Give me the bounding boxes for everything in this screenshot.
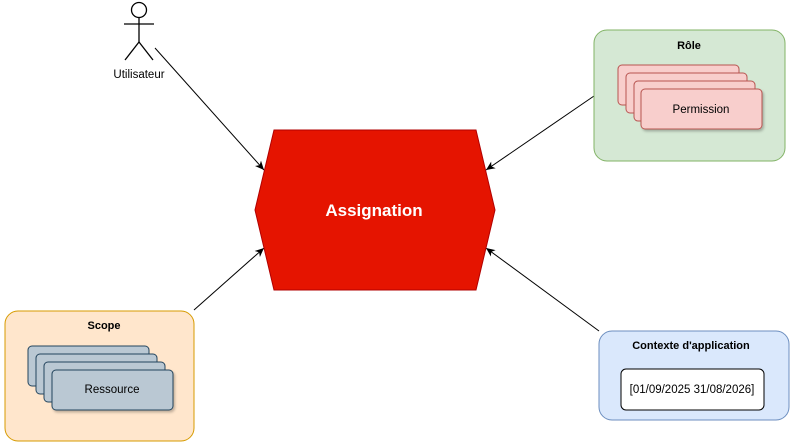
permission-card[interactable] — [640, 88, 763, 130]
resource-card[interactable] — [51, 369, 174, 411]
assignation-hexagon — [254, 129, 496, 291]
arrow-actor-to-assignation — [154, 47, 265, 171]
context-value-box[interactable] — [620, 368, 765, 411]
person-icon — [124, 1, 154, 61]
context-title: Contexte d'application — [632, 340, 750, 352]
resource-label: Ressource — [85, 384, 140, 396]
role-container[interactable]: Rôle Permission — [593, 29, 786, 162]
arrow-scope-to-assignation — [193, 247, 265, 311]
assignation-node[interactable]: Assignation — [254, 129, 496, 291]
assignation-label: Assignation — [325, 201, 422, 220]
actor-utilisateur[interactable]: Utilisateur — [113, 1, 165, 82]
connectors — [154, 47, 600, 332]
permission-stack: Permission — [617, 64, 763, 130]
actor-label: Utilisateur — [113, 69, 164, 81]
resource-stack: Ressource — [27, 345, 174, 411]
arrow-context-to-assignation — [485, 247, 600, 332]
permission-label: Permission — [673, 104, 730, 116]
scope-container[interactable]: Scope Ressource — [4, 310, 195, 442]
scope-title: Scope — [87, 320, 120, 332]
context-value: [01/09/2025 31/08/2026] — [630, 384, 755, 396]
role-title: Rôle — [677, 40, 701, 52]
arrow-role-to-assignation — [485, 95, 595, 171]
context-container[interactable]: Contexte d'application [01/09/2025 31/08… — [598, 330, 790, 421]
